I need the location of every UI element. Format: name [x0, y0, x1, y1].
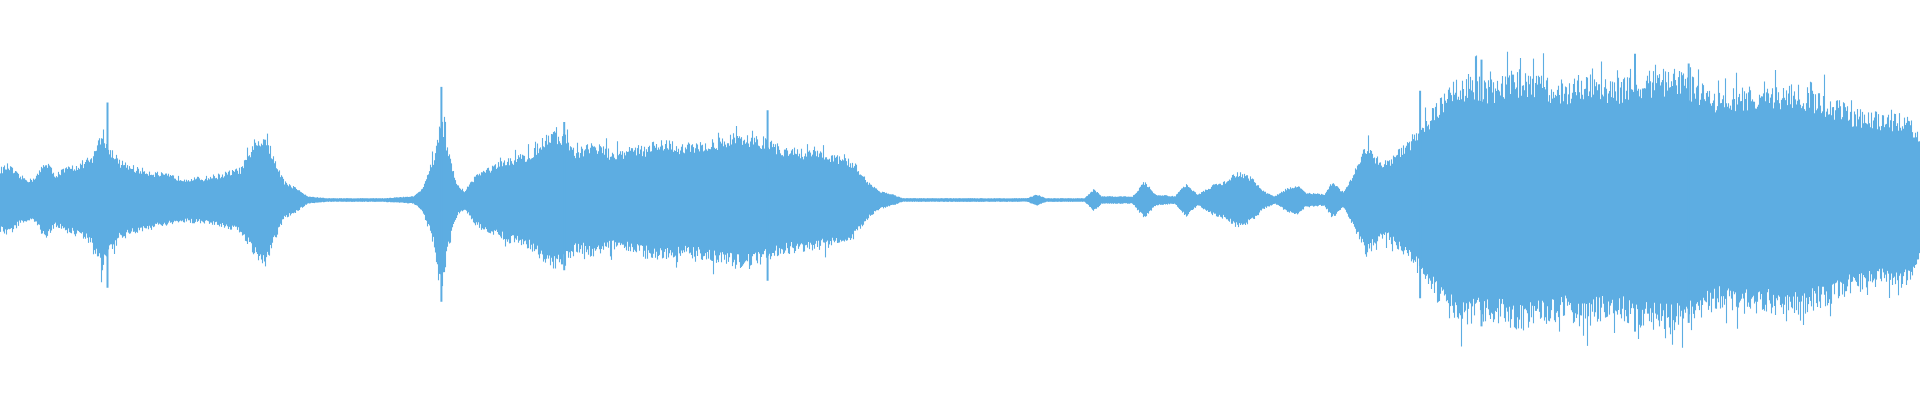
waveform-amplitude [0, 51, 1920, 348]
waveform-signal [0, 51, 1920, 348]
